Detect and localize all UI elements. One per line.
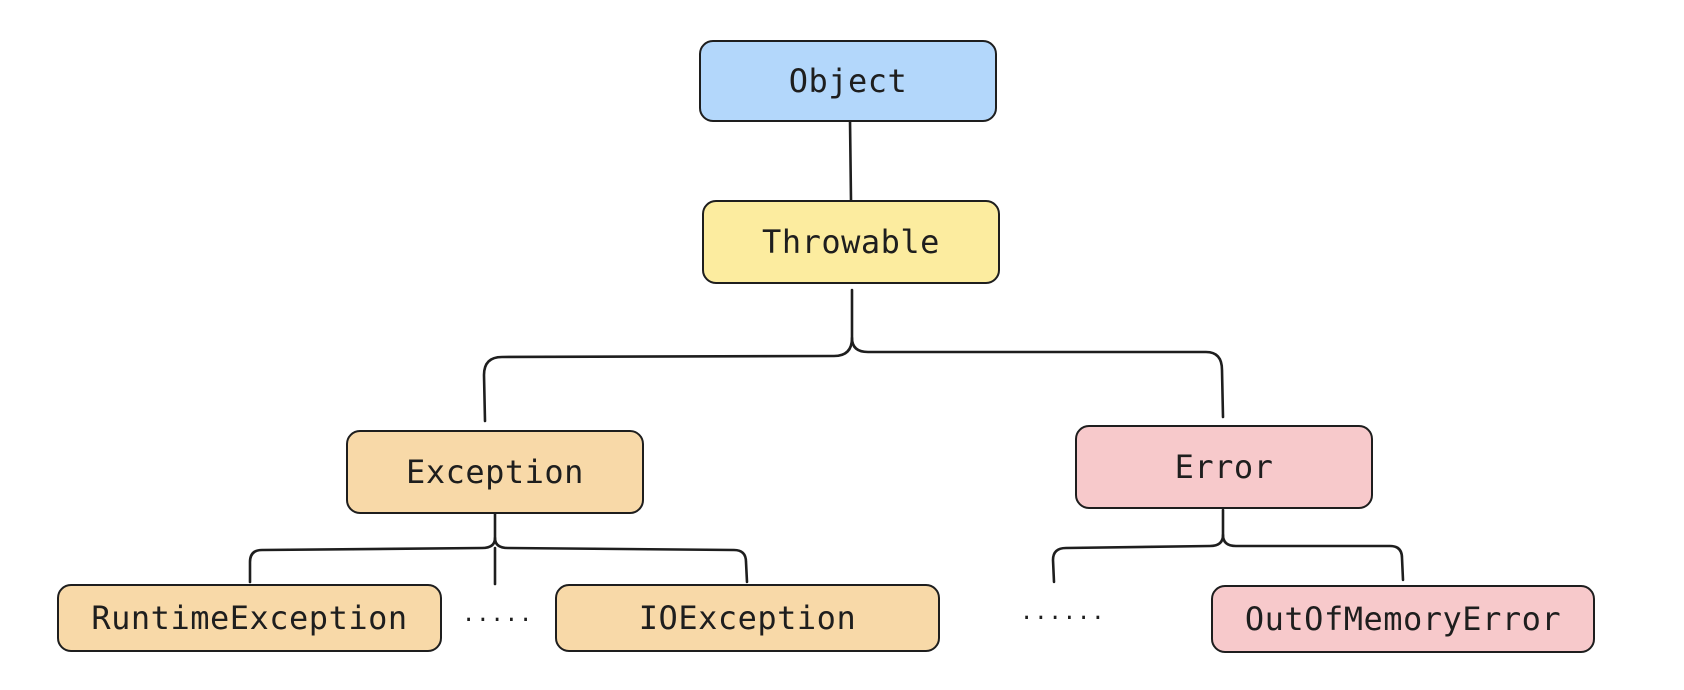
ellipsis-more-exceptions: ..... [462,602,534,627]
edge-throwable-error [850,336,1225,419]
node-out-of-memory-error: OutOfMemoryError [1211,585,1595,653]
edge-error-out-of-memory [1221,533,1405,582]
node-error: Error [1075,425,1373,509]
ellipsis-more-errors: ...... [1020,600,1106,625]
edge-error-ellipsis [1051,508,1225,584]
edge-object-throwable [848,118,853,202]
node-io-exception: IOException [555,584,940,652]
node-object: Object [699,40,997,122]
node-runtime-exception: RuntimeException [57,584,442,652]
edge-throwable-exception [482,288,854,423]
edge-exception-runtime-exception [248,511,497,584]
node-exception: Exception [346,430,644,514]
node-throwable: Throwable [702,200,1000,284]
edge-exception-io-exception [493,536,749,584]
